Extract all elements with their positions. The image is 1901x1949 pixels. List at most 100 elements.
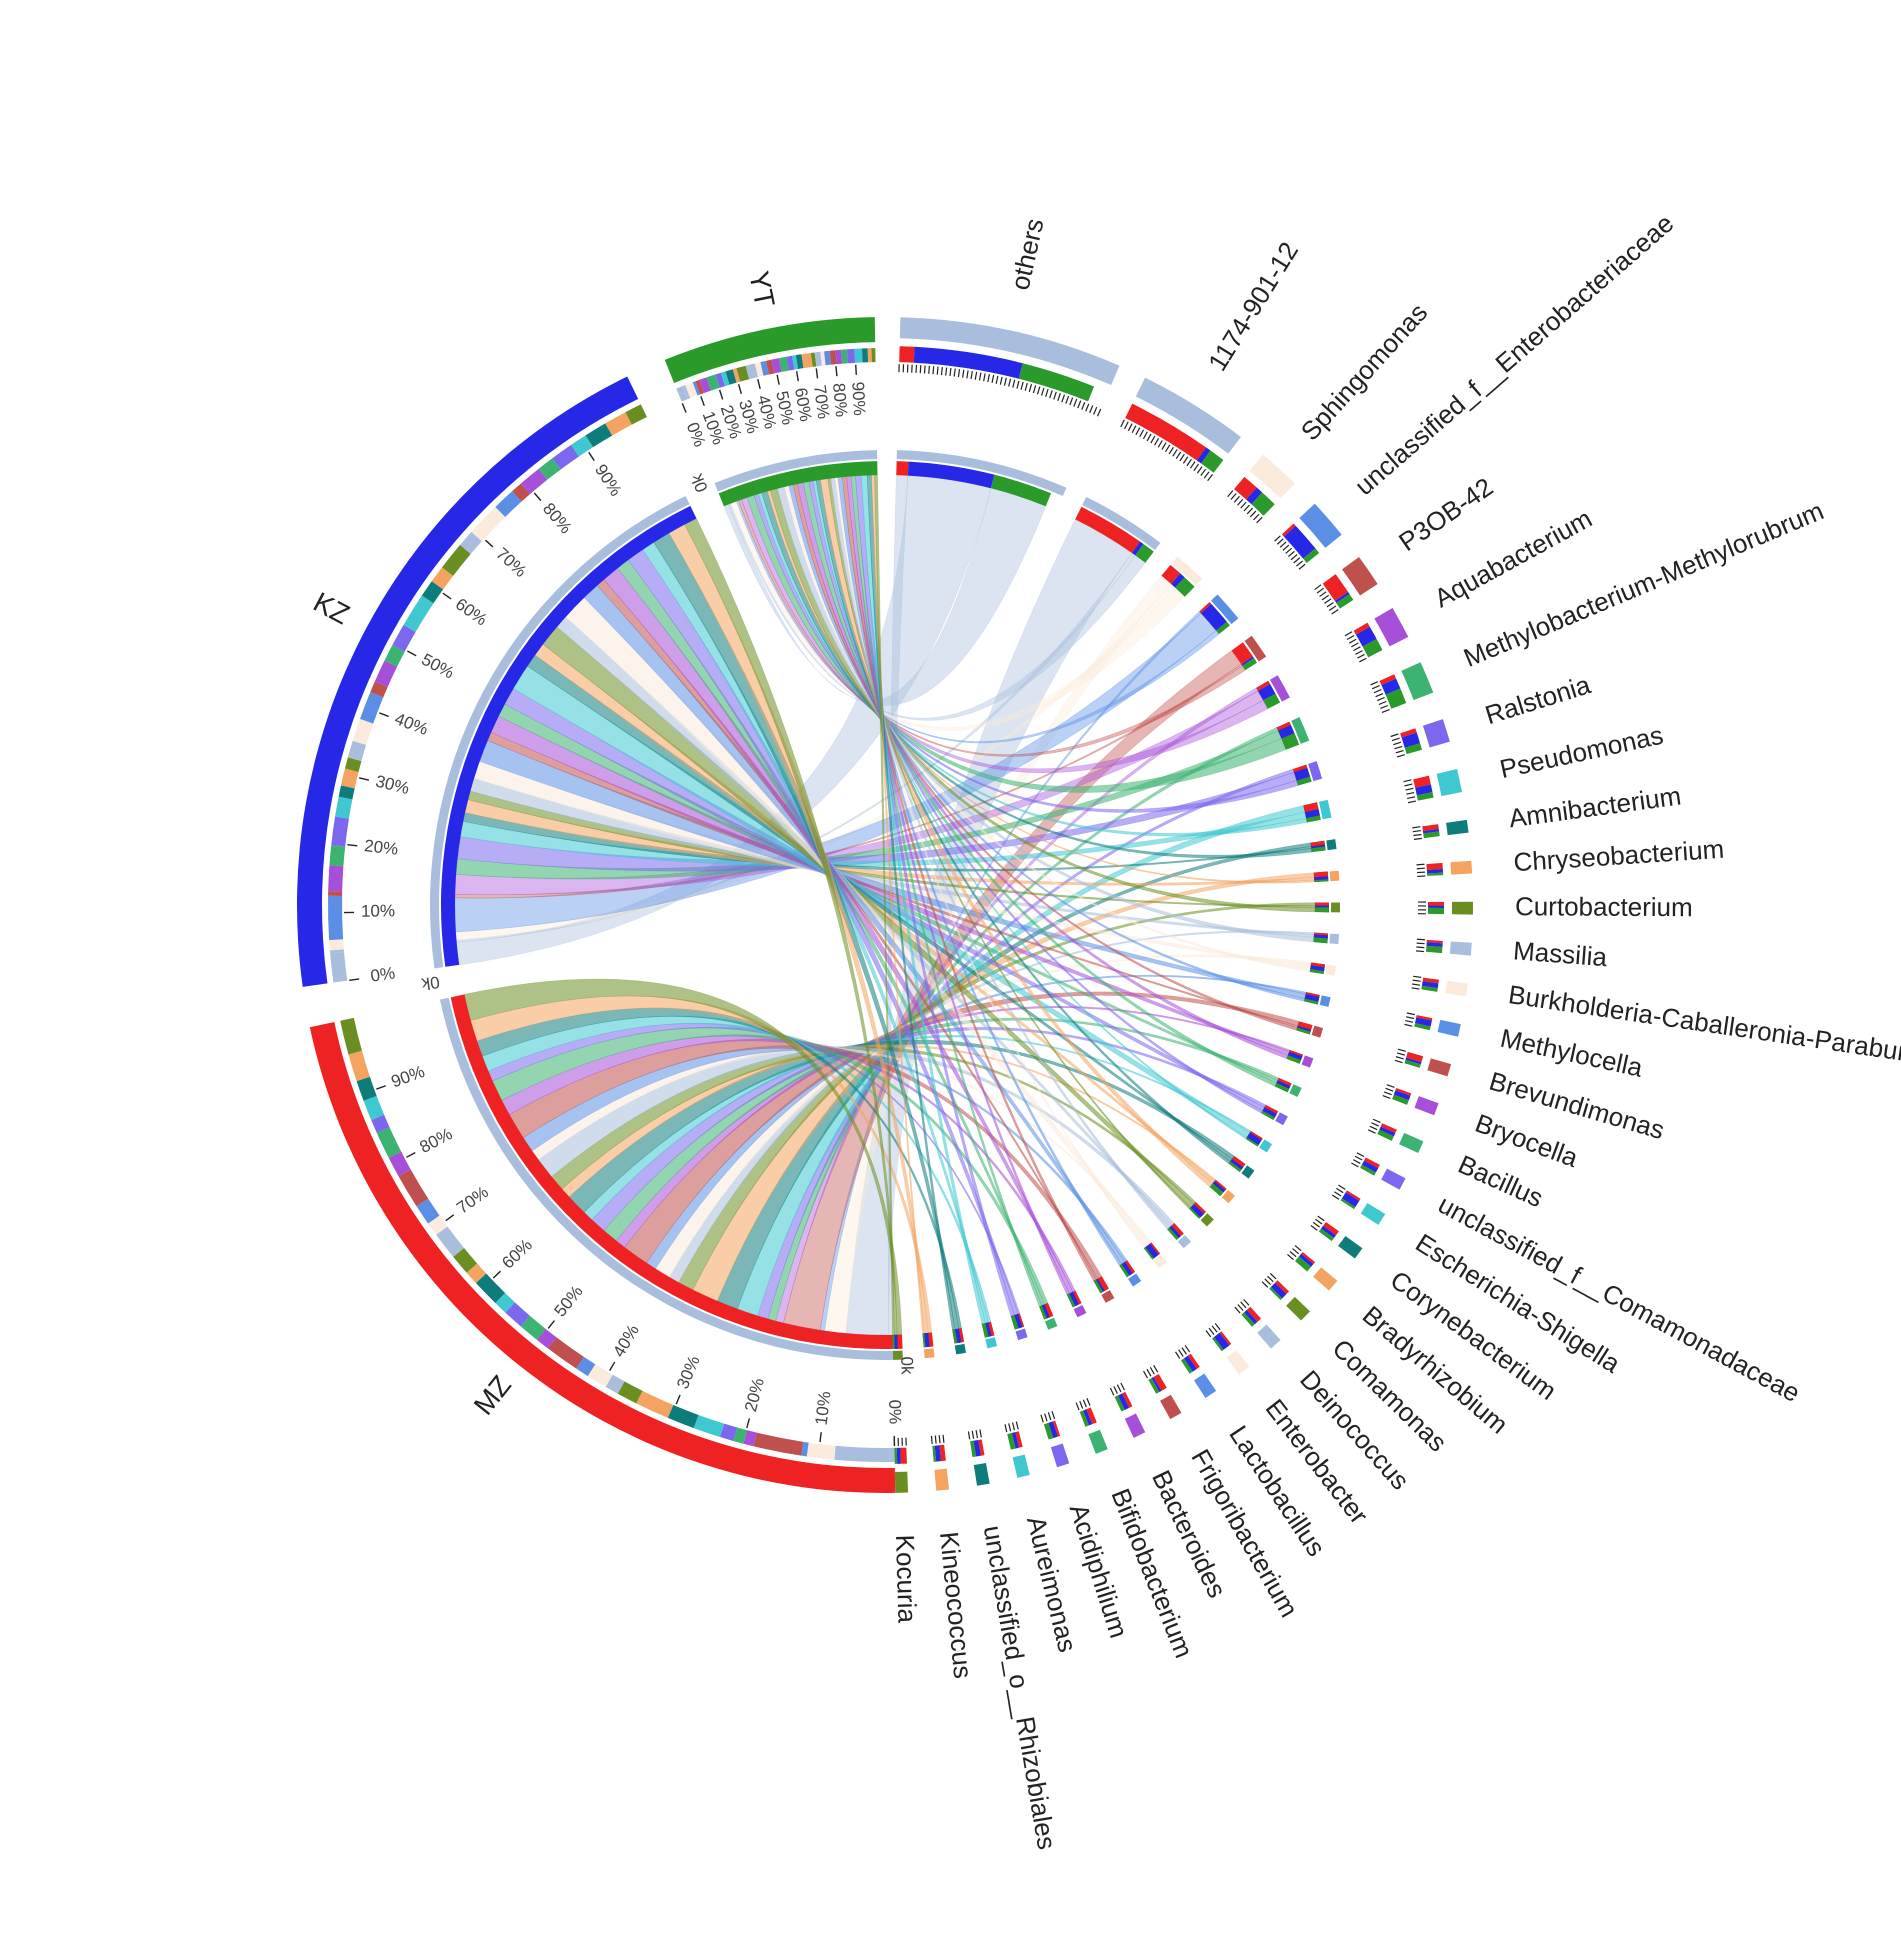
group-tick-kz-5	[406, 650, 417, 657]
taxon-tick-sphingomonas-8	[1253, 513, 1260, 521]
taxon-tick-lactobacillus-3	[1174, 1351, 1181, 1359]
group-composition-mz-chryseobacterium	[636, 1390, 674, 1418]
taxon-inner-bryocella-yt	[1286, 1055, 1302, 1064]
taxon-tick-bradyrhizobium-3	[1287, 1253, 1294, 1261]
taxon-tick-others-9	[936, 366, 939, 375]
taxon-tick-others-36	[1049, 390, 1053, 399]
taxon-inner-1174-901-12-mz	[1075, 506, 1141, 553]
taxon-outer-band-chryseobacterium	[1450, 860, 1473, 875]
group-tick-yt-0	[681, 403, 687, 413]
taxon-inner-p3ob-42-kz	[1241, 656, 1254, 666]
taxon-inner-others-yt	[990, 474, 1052, 507]
taxon-tick-lactobacillus-1	[1181, 1347, 1187, 1355]
taxon-tick-deinococcus-0	[1243, 1298, 1250, 1306]
taxon-outer-enterobacter-yt	[1211, 1337, 1224, 1352]
taxon-tick-unclassified-f-enterobacteriaceae-5	[1287, 550, 1295, 558]
group-composition-yt-bacteroides	[835, 349, 843, 365]
group-tick-kz-2	[347, 843, 358, 847]
taxon-inner-unclassified-f-enterobacteriaceae-kz	[1200, 603, 1227, 631]
taxon-inner-bacillus-mz	[1277, 1077, 1292, 1087]
taxon-inner-subarc-unclassified-o-rhizobiales	[954, 1343, 967, 1355]
taxon-label-curtobacterium: Curtobacterium	[1515, 891, 1693, 922]
group-composition-mz-bradyrhizobium	[466, 1263, 487, 1284]
group-tick-mz-3	[675, 1394, 681, 1405]
taxon-tick-enterobacter-1	[1211, 1325, 1218, 1333]
group-tick-yt-9	[855, 364, 857, 375]
taxon-tick-sphingomonas-6	[1246, 507, 1254, 515]
group-label-kz: KZ	[308, 586, 354, 630]
taxon-outer-band-unclassified-f-enterobacteriaceae	[1299, 503, 1342, 548]
taxon-outer-band-1174-901-12	[1135, 377, 1241, 454]
group-composition-kz-enterobacter	[471, 506, 506, 542]
taxon-tick-frigoribacterium-0	[1153, 1365, 1159, 1373]
taxon-inner-pseudomonas-yt	[1306, 815, 1321, 823]
taxon-inner-unclassified-f-comamonadaceae-yt	[1261, 1110, 1275, 1120]
taxon-tick-comamonas-0	[1269, 1272, 1277, 1280]
taxon-inner-pseudomonas-kz	[1304, 809, 1320, 819]
group-tick-label-mz-2: 20%	[741, 1376, 768, 1414]
taxon-tick-sphingomonas-4	[1240, 501, 1247, 509]
taxon-outer-band-unclassified-o-rhizobiales	[973, 1462, 990, 1486]
taxon-tick-unclassified-f-comamonadaceae-0	[1356, 1152, 1365, 1158]
group-composition-yt-enterobacter	[820, 351, 826, 366]
taxon-tick-escherichia-shigella-2	[1334, 1191, 1342, 1197]
taxon-outer-band-frigoribacterium	[1160, 1394, 1182, 1420]
group-tick-label-mz-6: 60%	[498, 1235, 536, 1272]
taxon-outer-pseudomonas-yt	[1416, 792, 1434, 801]
taxon-outer-bryocella-yt	[1392, 1094, 1409, 1105]
group-composition-kz-sphingomonas	[329, 939, 344, 951]
taxon-outer-others-kz	[913, 346, 1023, 379]
taxon-inner-deinococcus-kz	[1169, 1225, 1181, 1239]
taxon-inner-chryseobacterium-kz	[1314, 876, 1329, 881]
taxon-tick-unclassified-f-comamonadaceae-2	[1352, 1159, 1361, 1164]
group-composition-mz-brevundimonas	[547, 1337, 584, 1369]
group-composition-yt-methylobacterium-methylorubrum	[706, 374, 720, 391]
taxon-inner-aureimonas-kz	[985, 1322, 992, 1337]
taxon-inner-subarc-kocuria	[892, 1350, 903, 1360]
taxon-outer-methylobacterium-methylorubrum-yt	[1385, 688, 1407, 709]
group-composition-mz-pseudomonas	[693, 1414, 725, 1438]
group-tick-label-mz-7: 70%	[453, 1182, 492, 1217]
taxon-outer-band-bacteroides	[1124, 1413, 1146, 1438]
taxon-inner-subarc-enterobacter	[1153, 1255, 1167, 1269]
group-composition-mz-amnibacterium	[667, 1405, 699, 1429]
group-composition-kz-acidiphilium	[552, 444, 579, 470]
taxon-label-kineococcus: Kineococcus	[934, 1530, 978, 1680]
taxon-inner-methylocella-kz	[1304, 993, 1320, 1002]
taxon-tick-others-47	[1093, 406, 1098, 415]
taxon-tick-comamonas-2	[1264, 1278, 1271, 1285]
taxon-inner-subarc-pseudomonas	[1318, 799, 1332, 820]
taxon-inner-brevundimonas-yt	[1296, 1027, 1311, 1035]
taxon-tick-brevundimonas-2	[1395, 1056, 1404, 1060]
group-tick-mz-7	[445, 1214, 455, 1222]
group-composition-mz-bacteroides	[388, 1151, 411, 1177]
taxon-tick-others-27	[1012, 379, 1016, 388]
taxon-inner-subarc-aureimonas	[985, 1337, 998, 1349]
taxon-tick-corynebacterium-0	[1317, 1215, 1325, 1222]
taxon-inner-escherichia-shigella-mz	[1249, 1131, 1263, 1141]
taxon-outer-bradyrhizobium-mz	[1301, 1251, 1316, 1265]
taxon-tick-massilia-2	[1416, 946, 1425, 949]
taxon-outer-brevundimonas-mz	[1406, 1051, 1424, 1063]
taxon-tick-1174-901-12-14	[1172, 449, 1178, 457]
taxon-outer-lactobacillus-kz	[1183, 1355, 1197, 1372]
taxon-inner-brevundimonas-mz	[1297, 1021, 1313, 1030]
taxon-tick-pseudomonas-0	[1403, 779, 1412, 783]
taxon-outer-unclassified-f-comamonadaceae-kz	[1361, 1160, 1379, 1173]
group-composition-mz-bifidobacterium	[376, 1127, 402, 1158]
taxon-tick-unclassified-f-enterobacteriaceae-1	[1276, 538, 1284, 545]
group-composition-kz-kineococcus	[605, 412, 632, 436]
taxon-inner-amnibacterium-yt	[1311, 846, 1326, 853]
taxon-inner-unclassified-f-comamonadaceae-mz	[1264, 1104, 1279, 1114]
group-composition-yt-frigoribacterium	[829, 350, 837, 365]
taxon-tick-others-34	[1041, 387, 1045, 396]
group-composition-yt-others	[676, 386, 688, 402]
group-composition-mz-aquabacterium	[743, 1430, 757, 1447]
taxon-outer-acidiphilium-kz	[1048, 1421, 1058, 1439]
group-composition-mz-bacillus	[520, 1315, 546, 1340]
group-composition-kz-corynebacterium	[421, 581, 444, 604]
taxon-outer-bacteroides-mz	[1122, 1391, 1133, 1408]
taxon-inner-enterobacter-yt	[1143, 1247, 1154, 1260]
taxon-inner-sphingomonas-yt	[1175, 577, 1195, 597]
taxon-outer-methylocella-yt	[1414, 1023, 1431, 1031]
